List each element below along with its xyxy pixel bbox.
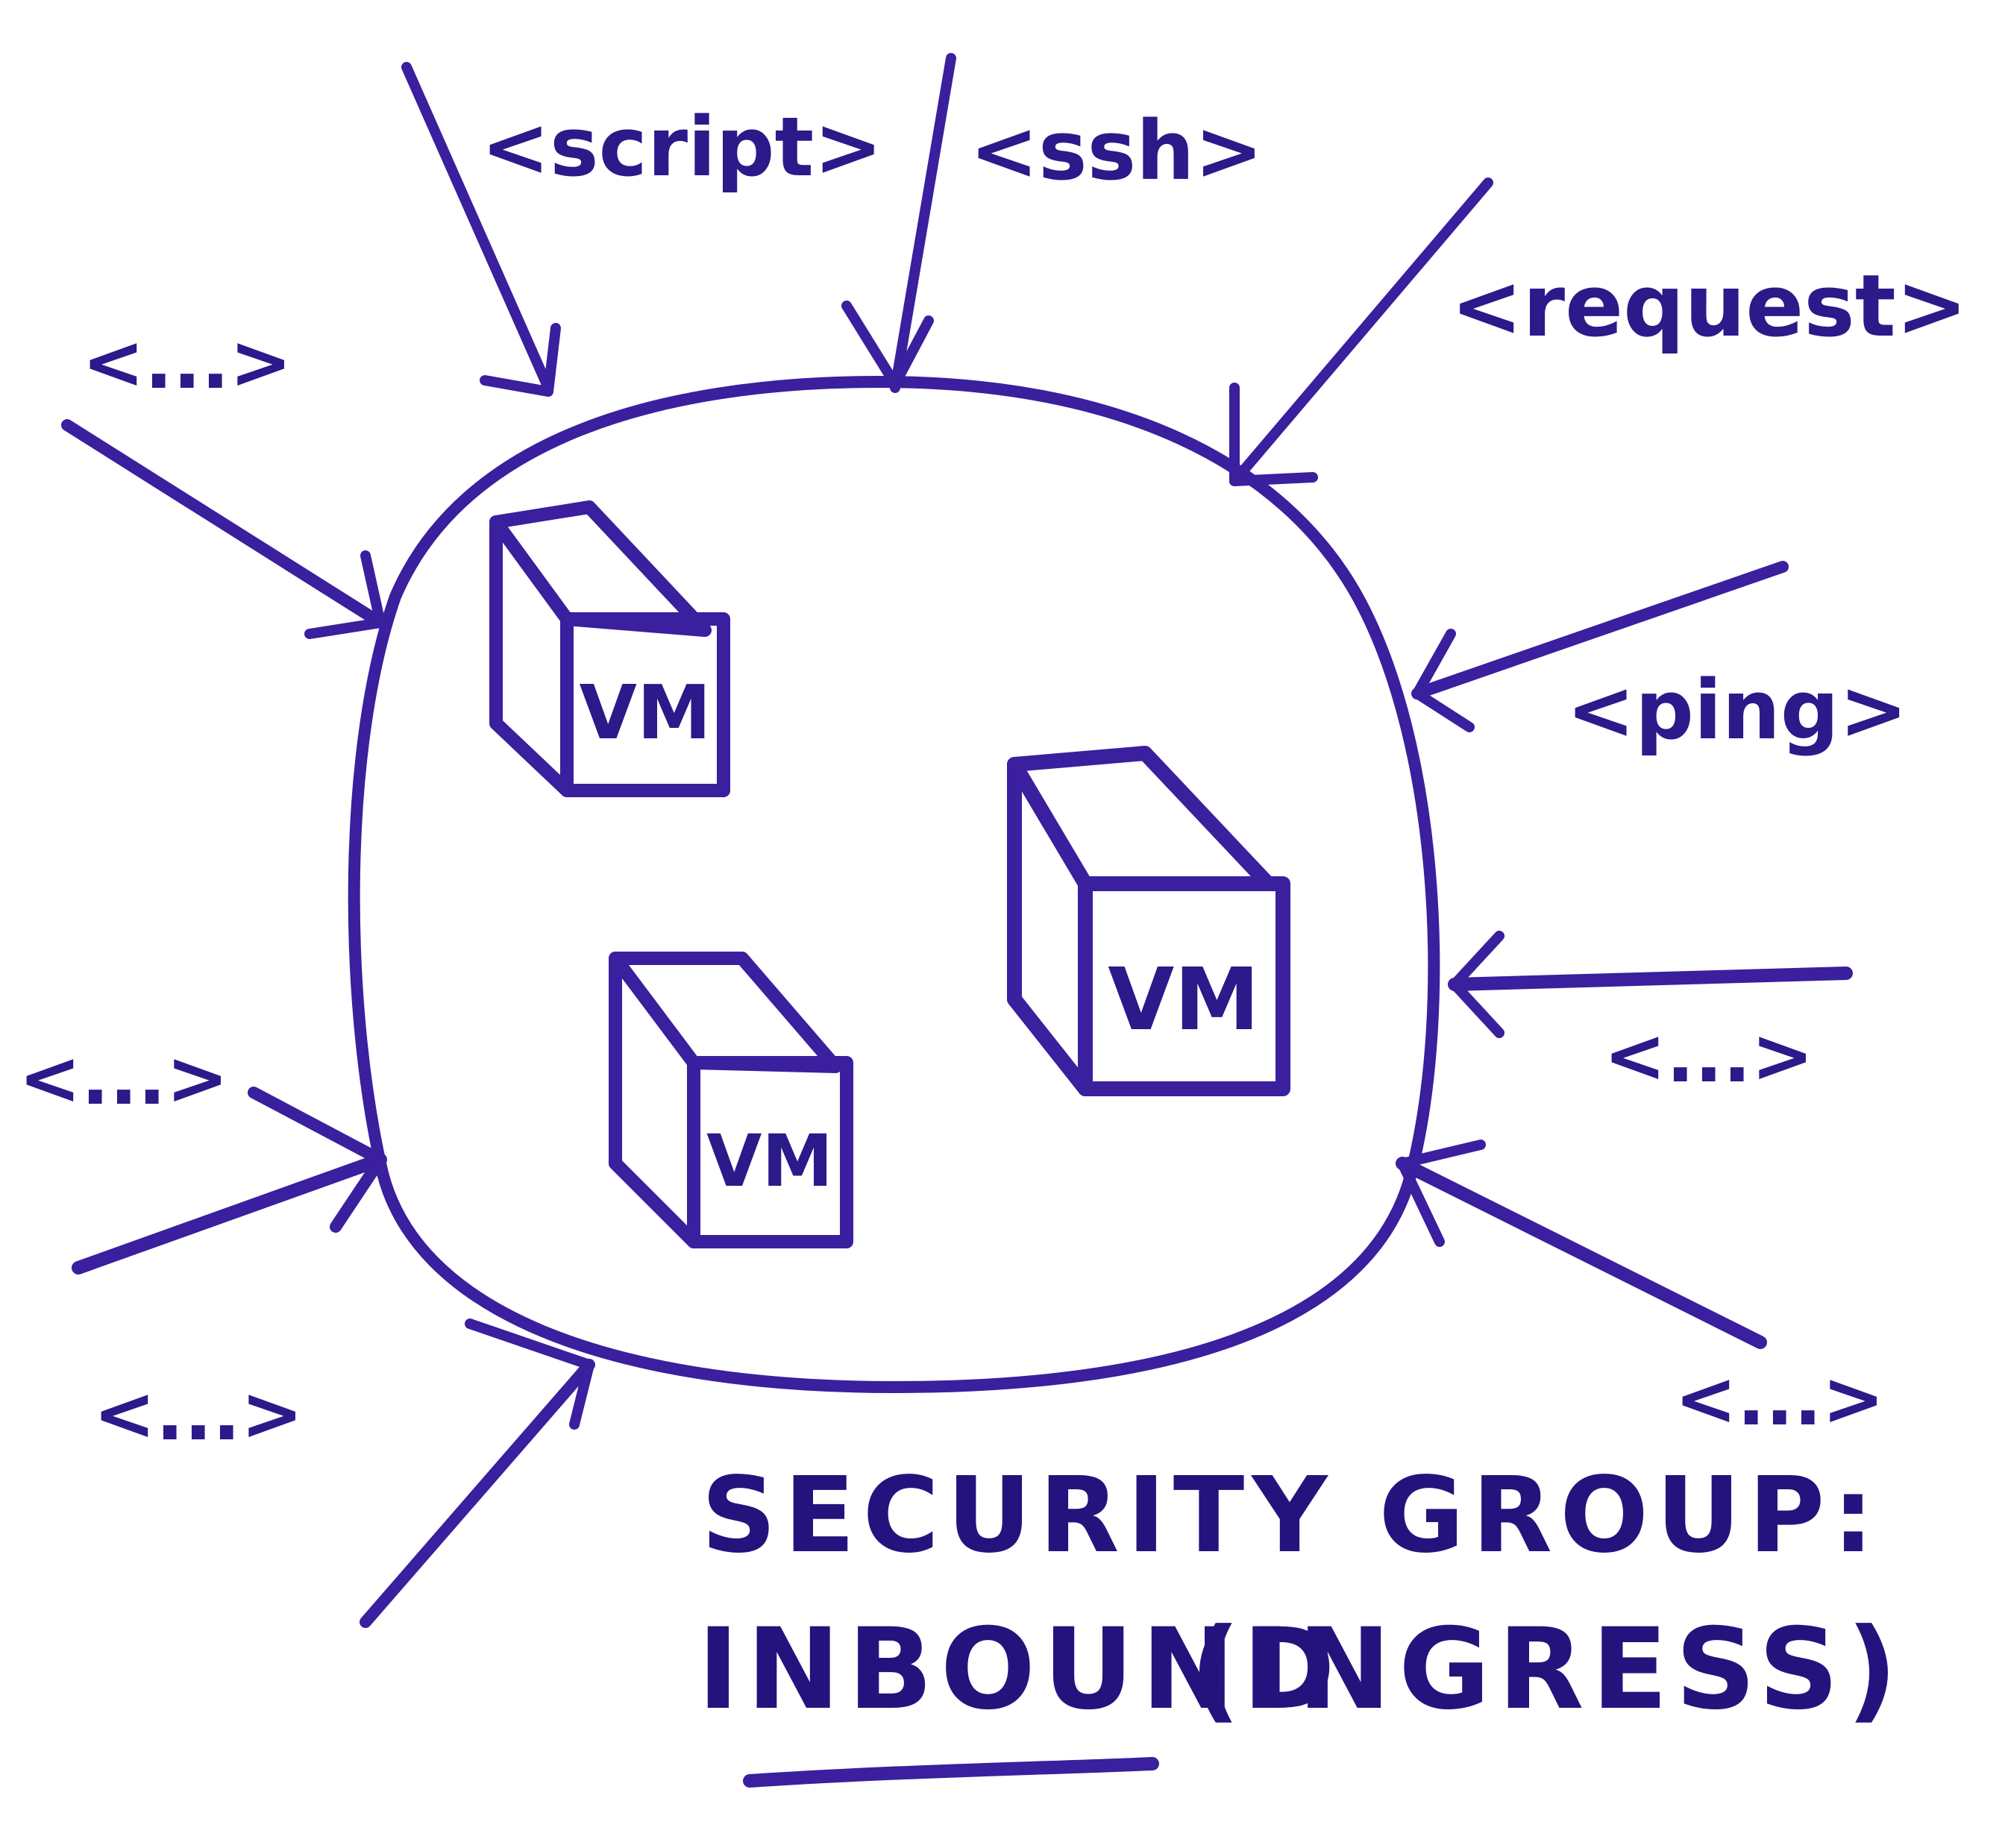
arrow-ping <box>1411 561 1789 732</box>
arrow-ellipsis-middle-right <box>1448 931 1853 1038</box>
vm-label: VM <box>580 669 712 756</box>
label-ellipsis-top-left: <...> <box>82 318 292 406</box>
vm-box-top-left: VM <box>489 500 730 797</box>
security-group-boundary <box>348 376 1440 1393</box>
title-ingress: (INGRESS) <box>1190 1605 1905 1735</box>
label-script: <script> <box>481 99 882 195</box>
label-request: <request> <box>1451 257 1968 356</box>
arrow-ellipsis-top-left <box>61 419 386 639</box>
title-line-1: SECURITY GROUP: <box>701 1455 1881 1577</box>
label-ssh: <ssh> <box>970 103 1264 198</box>
arrow-ssh <box>841 53 956 393</box>
label-ellipsis-middle-right: <...> <box>1604 1012 1814 1099</box>
label-ellipsis-bottom-right: <...> <box>1675 1355 1885 1442</box>
vm-box-center: VM <box>609 952 853 1248</box>
arrow-ellipsis-middle-left <box>72 1087 387 1275</box>
vm-label: VM <box>1108 950 1259 1050</box>
arrow-ellipsis-bottom-left <box>360 1319 595 1628</box>
label-ping: <ping> <box>1566 662 1908 758</box>
vm-label: VM <box>706 1119 833 1203</box>
label-ellipsis-bottom-left: <...> <box>93 1370 304 1457</box>
label-ellipsis-middle-left: <...> <box>19 1034 229 1122</box>
arrow-ellipsis-bottom-right <box>1396 1140 1767 1349</box>
arrow-request <box>1229 177 1493 486</box>
title-inbound: INBOUND <box>697 1605 1343 1735</box>
arrow-script <box>401 62 561 397</box>
vm-box-right: VM <box>1007 746 1290 1096</box>
inbound-underline <box>743 1757 1159 1788</box>
